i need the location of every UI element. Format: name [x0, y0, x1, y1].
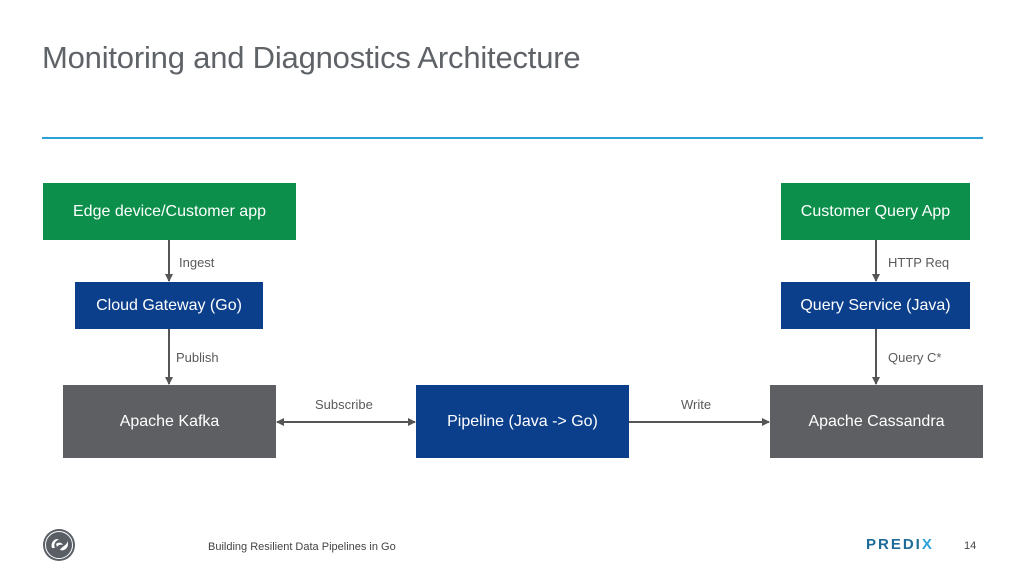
node-cloud-gateway: Cloud Gateway (Go) [75, 282, 263, 329]
node-apache-kafka: Apache Kafka [63, 385, 276, 458]
label-publish: Publish [176, 350, 219, 365]
node-apache-cassandra: Apache Cassandra [770, 385, 983, 458]
page-number: 14 [964, 540, 977, 552]
node-pipeline: Pipeline (Java -> Go) [416, 385, 629, 458]
node-edge-device: Edge device/Customer app [43, 183, 296, 240]
label-query-c: Query C* [888, 350, 942, 365]
footer-text: Building Resilient Data Pipelines in Go [208, 541, 396, 553]
label-subscribe: Subscribe [315, 397, 373, 412]
title-divider [42, 137, 983, 139]
node-query-service: Query Service (Java) [781, 282, 970, 329]
ge-monogram-icon [42, 528, 76, 567]
label-ingest: Ingest [179, 255, 215, 270]
label-http-req: HTTP Req [888, 255, 950, 270]
label-write: Write [681, 397, 712, 412]
predix-logo: PREDIX [866, 536, 934, 553]
slide-title: Monitoring and Diagnostics Architecture [42, 40, 581, 75]
node-customer-query-app: Customer Query App [781, 183, 970, 240]
